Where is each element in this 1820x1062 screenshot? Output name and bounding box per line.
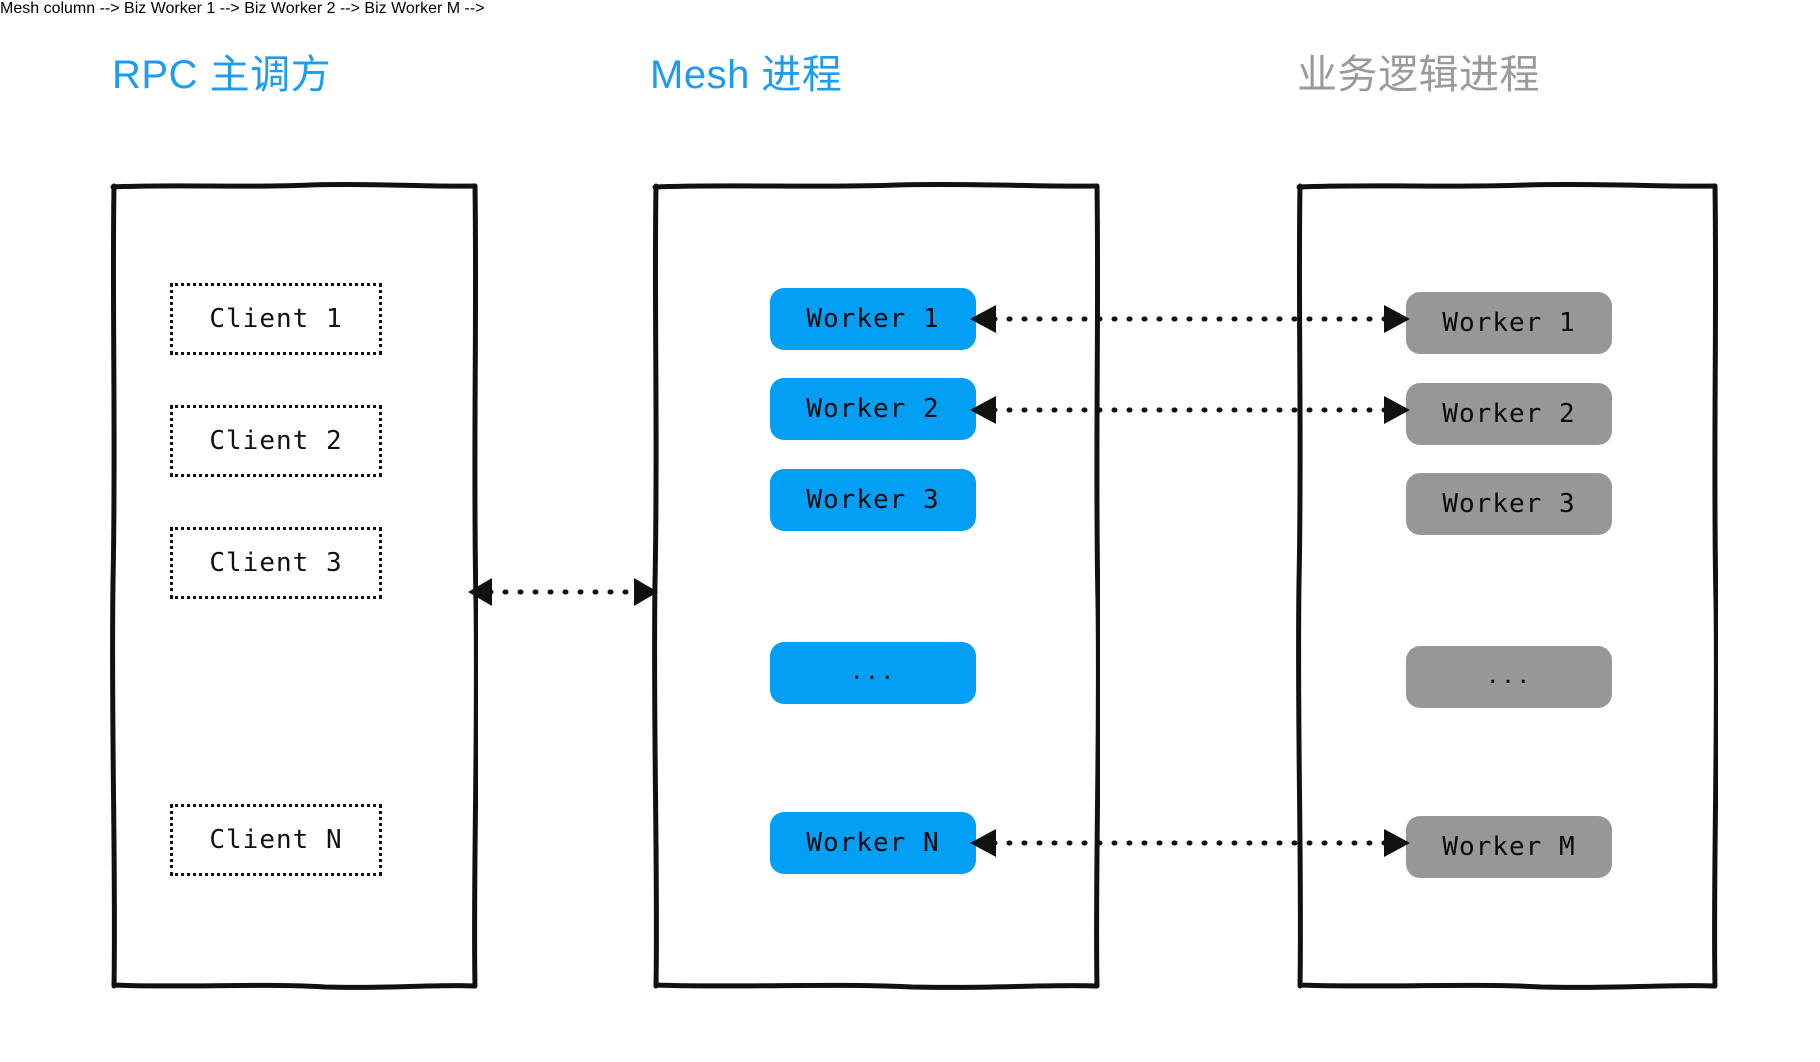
client-chip-2[interactable]: Client 2: [170, 405, 382, 477]
biz-worker-chip-3[interactable]: Worker 3: [1406, 473, 1612, 535]
mesh-worker-chip-2[interactable]: Worker 2: [770, 378, 976, 440]
biz-worker-chip-2[interactable]: Worker 2: [1406, 383, 1612, 445]
client-chip-n[interactable]: Client N: [170, 804, 382, 876]
mesh-worker-chip-3[interactable]: Worker 3: [770, 469, 976, 531]
biz-worker-chip-1[interactable]: Worker 1: [1406, 292, 1612, 354]
column-title-biz: 业务逻辑进程: [1297, 53, 1540, 97]
biz-worker-chip-ellipsis: ...: [1406, 646, 1612, 708]
column-title-mesh: Mesh 进程: [650, 53, 843, 97]
client-chip-1[interactable]: Client 1: [170, 283, 382, 355]
client-chip-3[interactable]: Client 3: [170, 527, 382, 599]
mesh-worker-chip-1[interactable]: Worker 1: [770, 288, 976, 350]
column-title-rpc: RPC 主调方: [112, 53, 332, 97]
biz-worker-chip-m[interactable]: Worker M: [1406, 816, 1612, 878]
connector-rpc-to-mesh: [466, 575, 660, 609]
mesh-worker-chip-n[interactable]: Worker N: [770, 812, 976, 874]
mesh-worker-chip-ellipsis: ...: [770, 642, 976, 704]
